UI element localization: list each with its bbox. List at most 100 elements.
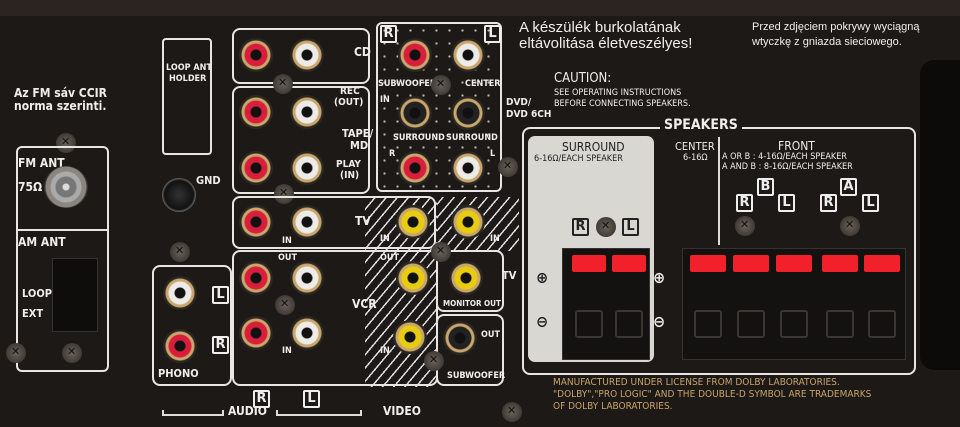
dvd-label: DVD/ <box>506 97 532 108</box>
dvd-subwoofer-jack[interactable] <box>398 96 432 130</box>
surround-r-label: SURROUND <box>393 133 445 143</box>
surround-l-badge: L <box>622 218 639 236</box>
cd-label: CD <box>354 45 371 59</box>
monitor-out-jack[interactable] <box>449 261 483 295</box>
plus-icon: ⊕ <box>536 268 549 287</box>
subwoofer-label: SUBWOOFER <box>447 371 506 381</box>
surround-r-mark: R <box>389 149 396 159</box>
front-a-r-plus-tab[interactable] <box>822 255 858 272</box>
dolby-line-2: "DOLBY","PRO LOGIC" AND THE DOUBLE-D SYM… <box>553 389 872 400</box>
front-b-l-plus-tab[interactable] <box>776 255 812 272</box>
caution-title: CAUTION: <box>554 71 612 86</box>
fm-note: Az FM sáv CCIR <box>14 86 107 100</box>
tv-jack-l[interactable] <box>290 205 324 239</box>
vcr-out-label: OUT <box>278 253 297 263</box>
screw-icon <box>6 343 26 363</box>
screw-icon <box>840 216 860 236</box>
tape-rec-jack-l[interactable] <box>290 95 324 129</box>
screw-icon <box>275 295 295 315</box>
vcr-label: VCR <box>352 297 377 311</box>
warning-pl-1: Przed zdjęciem pokrywy wyciągną <box>752 21 920 33</box>
phono-jack-l[interactable] <box>163 276 197 310</box>
warning-hu-1: A készülék burkolatának <box>519 19 681 36</box>
dolby-line-3: OF DOLBY LABORATORIES. <box>553 401 673 412</box>
fm-antenna-connector[interactable] <box>44 166 88 208</box>
am-antenna-terminal[interactable] <box>52 258 98 332</box>
dvd-center-jack[interactable] <box>451 96 485 130</box>
monitor-box <box>436 250 504 312</box>
play-in-label: (IN) <box>340 170 360 181</box>
tv-box <box>232 196 436 249</box>
screw-icon <box>62 343 82 363</box>
vcr-in-jack-l[interactable] <box>290 316 324 350</box>
phono-jack-r[interactable] <box>163 329 197 363</box>
surround-l-plus-tab[interactable] <box>612 255 646 272</box>
loop-label: LOOP <box>22 287 52 300</box>
vcr-video-out-jack[interactable] <box>396 261 430 295</box>
warning-pl-2: wtyczkę z gniazda sieciowego. <box>752 36 902 48</box>
caution-line-1: SEE OPERATING INSTRUCTIONS <box>554 88 682 98</box>
tv-jack-r[interactable] <box>239 205 273 239</box>
front-ohm-line-1: A OR B : 4-16Ω/EACH SPEAKER <box>722 152 847 162</box>
terminal-slot <box>694 310 722 338</box>
terminal-slot <box>575 310 603 338</box>
r-badge: R <box>380 25 397 43</box>
dvd-surround-jack-r[interactable] <box>398 151 432 185</box>
terminal-slot <box>780 310 808 338</box>
dvd-front-jack-l[interactable] <box>451 38 485 72</box>
antenna-box <box>16 146 109 372</box>
cd-jack-l[interactable] <box>290 38 324 72</box>
a-r-badge: R <box>820 194 837 212</box>
vcr-video-out-label: OUT <box>380 253 399 263</box>
top-edge <box>0 0 960 16</box>
front-a-l-plus-tab[interactable] <box>864 255 900 272</box>
front-label: FRONT <box>778 139 815 153</box>
gnd-knob[interactable] <box>162 178 196 212</box>
vcr-out-jack-l[interactable] <box>290 261 324 295</box>
audio-bracket <box>276 410 362 416</box>
video-label: VIDEO <box>383 404 421 418</box>
side-handle <box>920 60 960 370</box>
tape-play-jack-l[interactable] <box>290 151 324 185</box>
center-label: CENTER <box>675 140 715 153</box>
tv-video-jack[interactable] <box>396 205 430 239</box>
speakers-title: SPEAKERS <box>660 118 742 133</box>
divider <box>16 229 109 231</box>
video-in-jack[interactable] <box>451 205 485 239</box>
tape-label: TAPE/ <box>342 127 374 140</box>
minus-icon: ⊖ <box>653 312 666 331</box>
dvd-surround-jack-l[interactable] <box>451 151 485 185</box>
tv-in-label: IN <box>282 236 292 246</box>
subwoofer-in-label: IN <box>380 95 390 105</box>
screw-icon <box>170 242 190 262</box>
dvd-front-jack-r[interactable] <box>398 38 432 72</box>
cd-jack-r[interactable] <box>239 38 273 72</box>
caution-line-2: BEFORE CONNECTING SPEAKERS. <box>554 99 691 109</box>
tape-box <box>232 86 370 194</box>
b-badge: B <box>757 178 774 196</box>
subwoofer-label: SUBWOOFER <box>378 79 437 89</box>
gnd-label: GND <box>196 174 221 187</box>
rec-label: REC <box>340 86 360 97</box>
ext-label: EXT <box>22 307 44 320</box>
front-ohm-line-2: A AND B : 8-16Ω/EACH SPEAKER <box>722 162 853 172</box>
screw-icon <box>273 74 293 94</box>
tape-rec-jack-r[interactable] <box>239 95 273 129</box>
surround-r-plus-tab[interactable] <box>572 255 606 272</box>
center-plus-tab[interactable] <box>690 255 726 272</box>
surround-r-badge: R <box>572 218 589 236</box>
audio-label: AUDIO <box>228 404 267 418</box>
dvd-6ch-label: DVD 6CH <box>506 109 552 120</box>
tape-play-jack-r[interactable] <box>239 151 273 185</box>
fm-note-2: norma szerinti. <box>14 99 107 113</box>
r-badge: R <box>212 336 229 354</box>
terminal-slot <box>737 310 765 338</box>
rec-out-label: (OUT) <box>334 97 364 108</box>
front-b-r-plus-tab[interactable] <box>733 255 769 272</box>
subwoofer-out-jack[interactable] <box>443 321 477 355</box>
vcr-video-in-jack[interactable] <box>393 320 427 354</box>
vcr-in-jack-r[interactable] <box>239 316 273 350</box>
b-l-badge: L <box>778 194 795 212</box>
screw-icon <box>274 184 294 204</box>
vcr-out-jack-r[interactable] <box>239 261 273 295</box>
